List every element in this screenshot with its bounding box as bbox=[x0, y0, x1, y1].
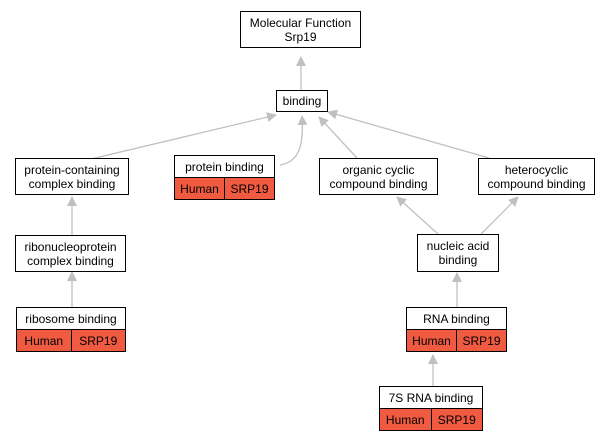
node-label-line1: organic cyclic bbox=[342, 162, 415, 177]
node-ribosome-binding[interactable]: ribosome binding Human SRP19 bbox=[16, 307, 126, 352]
node-label-line2: compound binding bbox=[329, 176, 428, 191]
node-label: protein binding bbox=[175, 156, 274, 177]
node-label-line1: Molecular Function bbox=[249, 15, 352, 30]
node-label-line2: binding bbox=[438, 253, 478, 267]
node-organic-cyclic-compound-binding[interactable]: organic cyclic compound binding bbox=[319, 158, 438, 195]
node-label-line1: nucleic acid bbox=[426, 239, 490, 253]
node-binding[interactable]: binding bbox=[276, 90, 328, 112]
node-label-line1: protein-containing bbox=[24, 162, 120, 177]
node-label-line1: 7S RNA binding bbox=[388, 390, 474, 405]
node-rna-binding[interactable]: RNA binding Human SRP19 bbox=[406, 307, 507, 352]
annotation-gene: SRP19 bbox=[430, 409, 483, 430]
edge-heterocyclic-compound-binding-to-binding bbox=[327, 109, 490, 159]
edge-nucleic-acid-binding-to-heterocyclic-compound-binding bbox=[480, 196, 519, 235]
node-label: nucleic acid binding bbox=[418, 235, 498, 271]
node-label-line1: binding bbox=[282, 94, 322, 108]
node-label: binding bbox=[277, 91, 327, 111]
edge-protein-containing-complex-binding-to-binding bbox=[90, 112, 277, 160]
node-label-line1: RNA binding bbox=[423, 311, 490, 326]
annotation-gene: SRP19 bbox=[70, 330, 126, 351]
node-label: ribosome binding bbox=[17, 308, 125, 329]
node-ribonucleoprotein-complex-binding[interactable]: ribonucleoprotein complex binding bbox=[15, 235, 126, 272]
annotation-gene: SRP19 bbox=[224, 178, 274, 199]
node-label-line1: ribosome binding bbox=[25, 311, 117, 326]
edge-nucleic-acid-binding-to-organic-cyclic-compound-binding bbox=[396, 196, 439, 235]
annotation-species: Human bbox=[412, 333, 451, 348]
annotation-gene: SRP19 bbox=[456, 330, 506, 351]
node-molecular-function-srp19[interactable]: Molecular Function Srp19 bbox=[240, 11, 361, 48]
annotation-species: Human bbox=[24, 333, 64, 348]
node-protein-containing-complex-binding[interactable]: protein-containing complex binding bbox=[15, 158, 129, 195]
node-heterocyclic-compound-binding[interactable]: heterocyclic compound binding bbox=[478, 158, 595, 195]
node-label-line2: complex binding bbox=[28, 176, 116, 191]
edge-organic-cyclic-compound-binding-to-binding bbox=[318, 116, 358, 159]
node-label-line2: Srp19 bbox=[284, 29, 317, 44]
node-label: RNA binding bbox=[407, 308, 506, 329]
node-7s-rna-binding[interactable]: 7S RNA binding Human SRP19 bbox=[379, 386, 483, 431]
node-label-line1: ribonucleoprotein bbox=[24, 239, 117, 254]
node-label: Molecular Function Srp19 bbox=[241, 12, 360, 47]
node-label: ribonucleoprotein complex binding bbox=[16, 236, 125, 271]
node-label-line2: compound binding bbox=[487, 176, 586, 191]
edge-protein-binding-to-binding bbox=[279, 115, 308, 166]
annotation-row: Human SRP19 bbox=[380, 408, 482, 430]
node-label-line1: heterocyclic bbox=[504, 162, 569, 177]
annotation-row: Human SRP19 bbox=[407, 329, 506, 351]
node-label: protein-containing complex binding bbox=[16, 159, 128, 194]
annotation-species: Human bbox=[180, 181, 219, 196]
annotation-row: Human SRP19 bbox=[17, 329, 125, 351]
node-protein-binding[interactable]: protein binding Human SRP19 bbox=[174, 155, 275, 200]
node-label-line1: protein binding bbox=[185, 159, 264, 174]
node-label: 7S RNA binding bbox=[380, 387, 482, 408]
annotation-row: Human SRP19 bbox=[175, 177, 274, 199]
node-label: heterocyclic compound binding bbox=[479, 159, 594, 194]
node-nucleic-acid-binding[interactable]: nucleic acid binding bbox=[417, 234, 499, 272]
node-label-line2: complex binding bbox=[27, 253, 114, 268]
node-label: organic cyclic compound binding bbox=[320, 159, 437, 194]
annotation-species: Human bbox=[385, 412, 425, 427]
